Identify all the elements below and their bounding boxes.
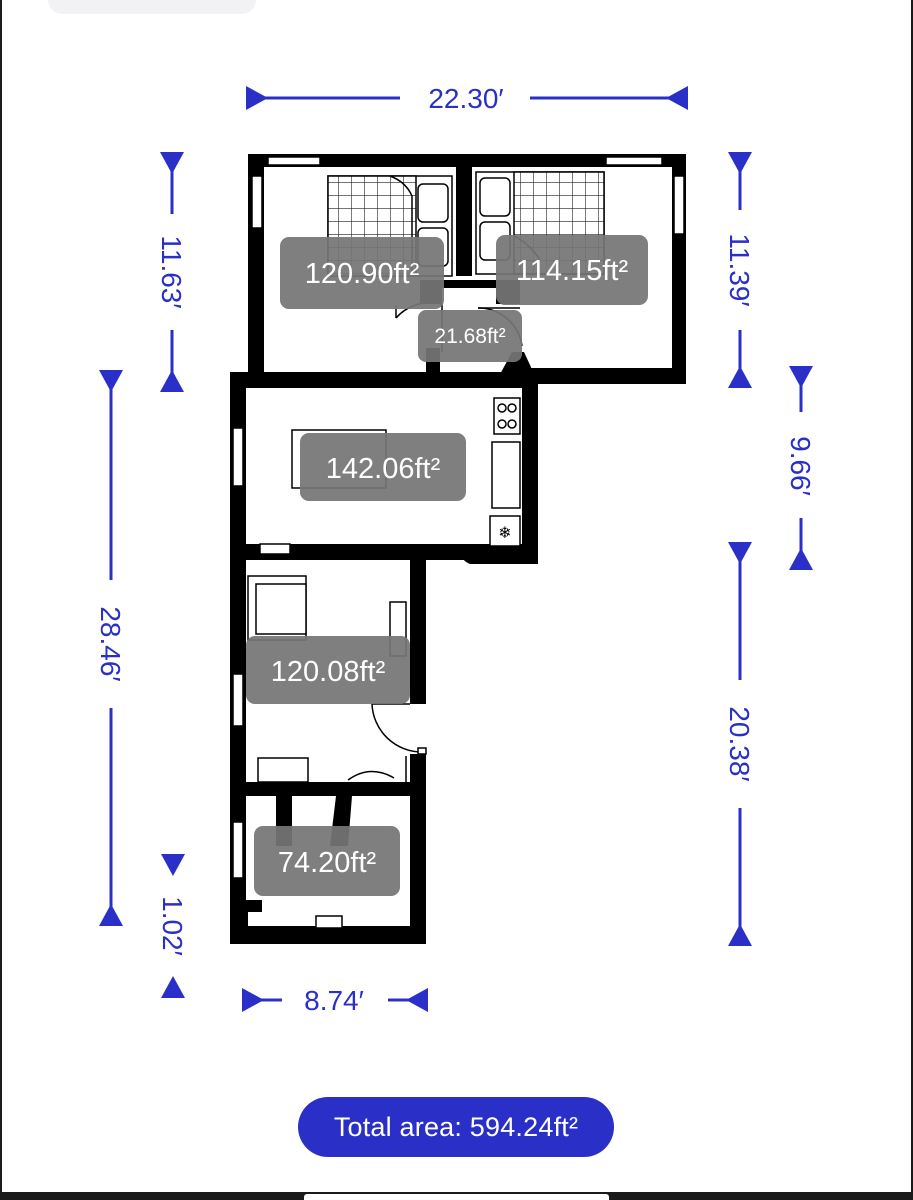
- area-badge-hallway: [418, 310, 522, 362]
- total-area-label: Total area: 594.24ft²: [333, 1111, 579, 1142]
- area-badge-living-room: [246, 636, 410, 704]
- dimension-label-left-total-height: 28.46′: [95, 606, 126, 681]
- dimension-upper-left-height: [160, 152, 184, 392]
- dimension-lower-right-height: [728, 542, 752, 946]
- area-badge-bathroom: [254, 826, 400, 896]
- area-badge-kitchen: [300, 433, 466, 501]
- area-label-bedroom-left: 120.90ft²: [305, 258, 420, 290]
- bathroom-sink: [315, 915, 343, 929]
- dimension-label-upper-right-height: 11.39′: [724, 233, 755, 306]
- svg-text:❄: ❄: [498, 525, 511, 542]
- home-indicator[interactable]: [304, 1194, 609, 1200]
- area-labels: 120.90ft² 114.15ft² 21.68ft² 142.06ft² 1…: [246, 235, 648, 896]
- stove: [493, 397, 521, 435]
- area-label-living-room: 120.08ft²: [271, 656, 386, 688]
- coat-rack: [347, 770, 395, 781]
- dimension-overall-width: [246, 86, 688, 110]
- area-label-bedroom-right: 114.15ft²: [516, 255, 629, 287]
- windows: [232, 156, 685, 879]
- area-badge-bedroom-right: [496, 235, 648, 305]
- sofa: [247, 575, 307, 641]
- kitchen-counter: [491, 441, 521, 509]
- dimension-lines: [99, 86, 813, 1012]
- entrance-door: [371, 703, 427, 755]
- total-area-badge[interactable]: Total area: 594.24ft²: [298, 1097, 614, 1157]
- top-tab-pill: [48, 0, 256, 14]
- dimension-label-upper-left-height: 11.63′: [156, 235, 187, 308]
- area-label-kitchen: 142.06ft²: [326, 453, 441, 485]
- walls: [230, 154, 686, 944]
- dimension-label-small-offset: 1.02′: [157, 896, 188, 956]
- area-badge-bedroom-left: [280, 237, 444, 309]
- dimension-bottom-width: [242, 988, 428, 1012]
- shoe-cabinet: [257, 757, 309, 783]
- dimension-small-offset: [161, 854, 185, 998]
- dimension-left-total-height: [99, 370, 123, 926]
- area-label-hallway: 21.68ft²: [434, 325, 505, 348]
- dimension-label-overall-width: 22.30′: [428, 83, 503, 114]
- dimension-label-lower-right-height: 20.38′: [724, 706, 755, 781]
- area-label-bathroom: 74.20ft²: [278, 847, 377, 879]
- dimension-label-bottom-width: 8.74′: [304, 985, 364, 1016]
- radiator: [259, 543, 291, 555]
- dimension-label-kitchen-height: 9.66′: [785, 436, 816, 496]
- dimension-kitchen-height: [789, 366, 813, 570]
- fridge: ❄: [489, 515, 521, 547]
- dimension-upper-right-height: [728, 152, 752, 388]
